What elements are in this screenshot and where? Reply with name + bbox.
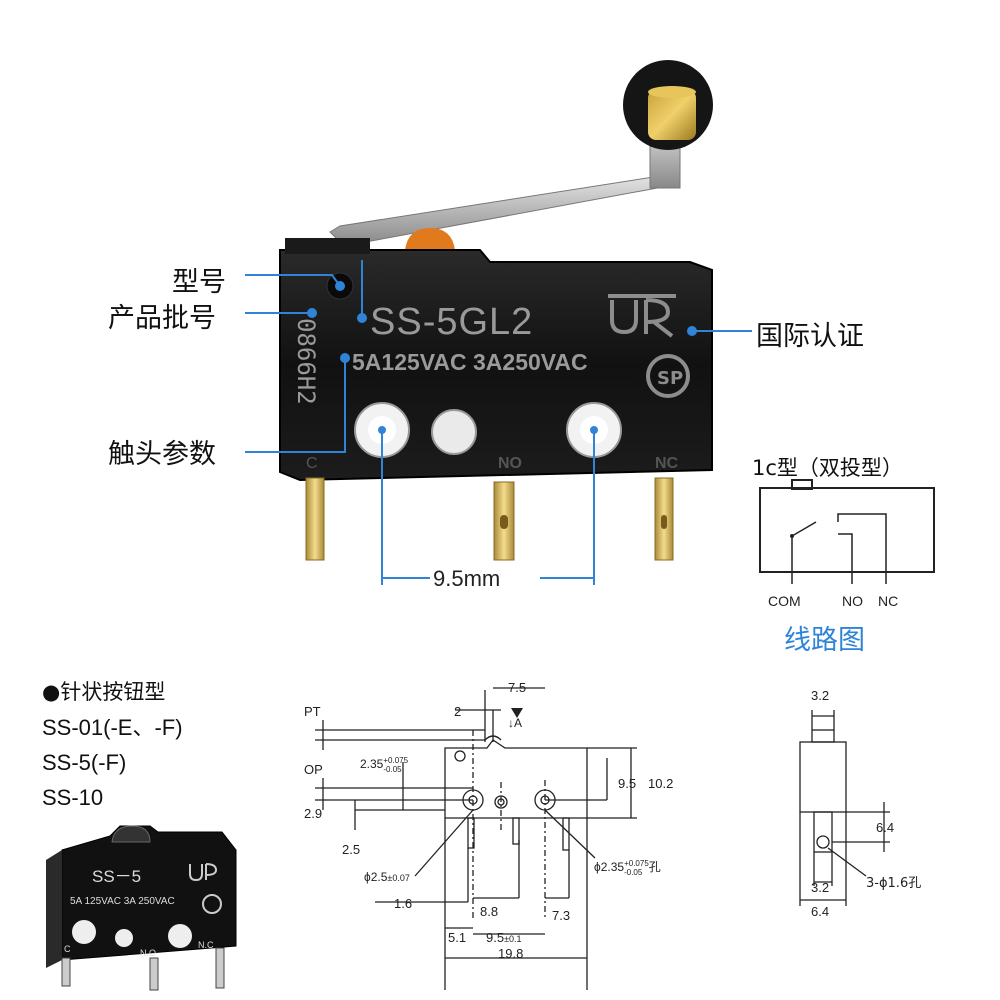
- switch-photo-illustration: SP SS-5GL2 5A125VAC 3A250VAC 0866H2 C NO…: [245, 60, 752, 591]
- dimension-drawing-front: [315, 687, 637, 990]
- center-hole: [431, 409, 477, 455]
- model-item: SS-01(-E、-F): [42, 715, 183, 740]
- small-model-print: SS－5: [92, 867, 141, 886]
- pitch-label: 9.5mm: [433, 566, 500, 591]
- circuit-caption: 线路图: [784, 625, 865, 656]
- side-dim-3-2-bottom: 3.2: [811, 880, 830, 895]
- circuit-nc: NC: [878, 593, 899, 609]
- side-dim-6-4-bottom: 6.4: [811, 904, 830, 919]
- side-dim-3-2-top: 3.2: [811, 688, 830, 703]
- dim-5-1: 5.1: [448, 930, 467, 945]
- callout-certification: 国际认证: [756, 321, 864, 352]
- pin-type-title: ●针状按钮型: [42, 680, 166, 704]
- callout-contact: 触头参数: [108, 439, 216, 470]
- dim-9-5: 9.5: [618, 776, 637, 791]
- csa-mark-icon: SP: [646, 354, 690, 398]
- callout-model: 型号: [172, 267, 226, 298]
- circuit-box: [759, 487, 935, 573]
- actuator-button: [405, 228, 455, 250]
- circuit-title: 1c型（双投型）: [752, 456, 903, 480]
- dim-9-5-b: 9.5±0.1: [486, 930, 522, 945]
- leader-contact: [245, 358, 346, 453]
- terminal-no-print: NO: [498, 455, 522, 472]
- roller-lever: [329, 60, 713, 247]
- rating-print: 5A125VAC 3A250VAC: [352, 349, 588, 375]
- small-rating-print: 5A 125VAC 3A 250VAC: [70, 896, 175, 907]
- side-dim-6-4-right: 6.4: [876, 820, 895, 835]
- circuit-no: NO: [842, 593, 863, 609]
- dim-1-6: 1.6: [394, 896, 413, 911]
- dim-7-3: 7.3: [552, 908, 571, 923]
- terminal-nc-print: NC: [655, 455, 679, 472]
- dim-10-2: 10.2: [648, 776, 674, 791]
- small-nc-print: N.C: [198, 940, 214, 950]
- small-ur-mark-icon: [189, 863, 218, 882]
- callout-batch: 产品批号: [108, 303, 216, 334]
- pin-type-models: SS-01(-E、-F) SS-5(-F) SS-10: [42, 710, 183, 815]
- dim-phi-2-5: ϕ2.5±0.07: [364, 870, 410, 884]
- dim-pt: PT: [304, 704, 321, 719]
- batch-code-print: 0866H2: [292, 318, 320, 405]
- dim-19-8: 19.8: [498, 946, 524, 961]
- dim-2-35: 2.35+0.075-0.05: [360, 756, 409, 774]
- terminal-c-print: C: [306, 455, 318, 472]
- front-body-outline: [444, 739, 588, 819]
- dim-op: OP: [304, 762, 323, 777]
- ur-mark-icon: [608, 294, 676, 338]
- dim-a: ↓A: [508, 716, 523, 730]
- side-body-outline: [799, 741, 847, 813]
- dimension-drawing-side: [799, 710, 890, 906]
- side-dim-holes: 3-ϕ1.6孔: [866, 876, 922, 891]
- small-c-print: C: [64, 944, 71, 954]
- model-item: SS-5(-F): [42, 750, 127, 775]
- model-print: SS-5GL2: [370, 301, 533, 343]
- pin-c: [305, 477, 325, 561]
- small-csa-mark-icon: [202, 894, 222, 914]
- svg-text:SP: SP: [657, 368, 683, 389]
- circuit-com: COM: [768, 593, 801, 609]
- small-switch-drawing: SS－5 5A 125VAC 3A 250VAC C N.O N.C: [46, 825, 237, 991]
- dim-2-5: 2.5: [342, 842, 361, 857]
- dim-2: 2: [454, 704, 462, 719]
- dim-2-9: 2.9: [304, 806, 323, 821]
- circuit-diagram: [759, 479, 935, 584]
- dim-7-5: 7.5: [508, 680, 527, 695]
- dim-8-8: 8.8: [480, 904, 499, 919]
- small-no-print: N.O: [140, 948, 156, 958]
- model-item: SS-10: [42, 785, 104, 810]
